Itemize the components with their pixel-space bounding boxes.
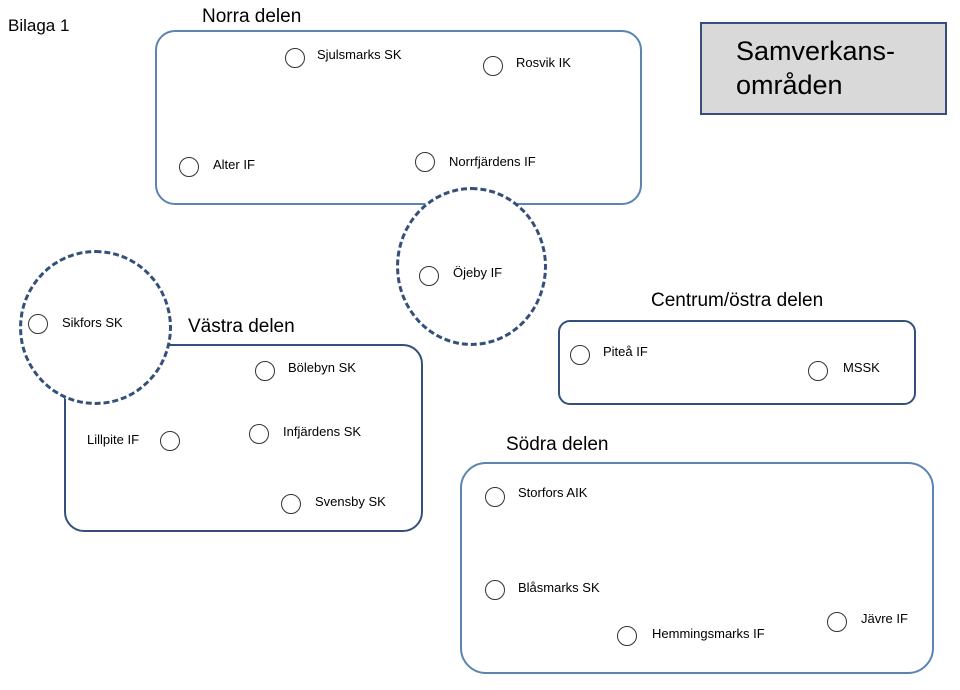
club-marker-rosvik (483, 56, 503, 76)
club-marker-sjulsmarks (285, 48, 305, 68)
club-marker-blasmarks (485, 580, 505, 600)
club-marker-hemmingsmarks (617, 626, 637, 646)
region-title-vastra: Västra delen (188, 316, 295, 337)
club-marker-pitea (570, 345, 590, 365)
title-box: Samverkans- områden (700, 22, 947, 115)
club-label-blasmarks: Blåsmarks SK (518, 580, 600, 595)
title-line-2: områden (736, 70, 843, 100)
club-label-ojeby: Öjeby IF (453, 265, 503, 280)
region-title-norra: Norra delen (202, 6, 302, 27)
club-label-sjulsmarks: Sjulsmarks SK (317, 47, 402, 62)
club-label-bolebyn: Bölebyn SK (288, 360, 356, 375)
region-box-norra (155, 30, 642, 205)
club-label-mssk: MSSK (843, 360, 880, 375)
club-label-sikfors: Sikfors SK (62, 315, 123, 330)
club-label-norrfjardens: Norrfjärdens IF (449, 154, 536, 169)
club-label-alter: Alter IF (213, 157, 255, 172)
club-marker-norrfjardens (415, 152, 435, 172)
club-marker-infjardens (249, 424, 269, 444)
club-marker-storfors (485, 487, 505, 507)
region-circle-sikfors (19, 250, 172, 405)
club-marker-mssk (808, 361, 828, 381)
club-marker-sikfors (28, 314, 48, 334)
club-marker-ojeby (419, 266, 439, 286)
club-marker-svensby (281, 494, 301, 514)
club-label-svensby: Svensby SK (315, 494, 386, 509)
club-label-infjardens: Infjärdens SK (283, 424, 362, 439)
club-label-storfors: Storfors AIK (518, 485, 588, 500)
region-box-vastra (64, 344, 423, 532)
region-title-sodra: Södra delen (506, 434, 609, 455)
club-label-pitea: Piteå IF (603, 344, 648, 359)
club-label-rosvik: Rosvik IK (516, 55, 571, 70)
title-line-1: Samverkans- (736, 36, 896, 66)
club-label-hemmingsmarks: Hemmingsmarks IF (652, 626, 765, 641)
region-box-centrum (558, 320, 916, 405)
club-label-lillpite: Lillpite IF (87, 432, 140, 447)
club-marker-javre (827, 612, 847, 632)
region-box-sodra (460, 462, 934, 674)
region-circle-ojeby (396, 187, 547, 346)
club-label-javre: Jävre IF (861, 611, 908, 626)
club-marker-lillpite (160, 431, 180, 451)
club-marker-bolebyn (255, 361, 275, 381)
region-title-centrum: Centrum/östra delen (651, 290, 824, 311)
club-marker-alter (179, 157, 199, 177)
appendix-label: Bilaga 1 (8, 16, 70, 35)
